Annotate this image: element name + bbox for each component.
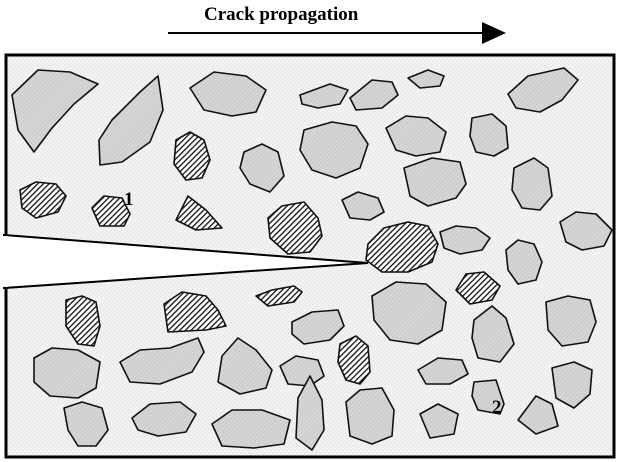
label-aggregate-2: 2	[492, 397, 502, 418]
aggregate	[212, 410, 290, 448]
aggregate	[346, 388, 394, 444]
aggregate	[512, 158, 552, 210]
label-aggregate-1: 1	[124, 189, 134, 210]
right-arrow-icon	[168, 22, 506, 44]
